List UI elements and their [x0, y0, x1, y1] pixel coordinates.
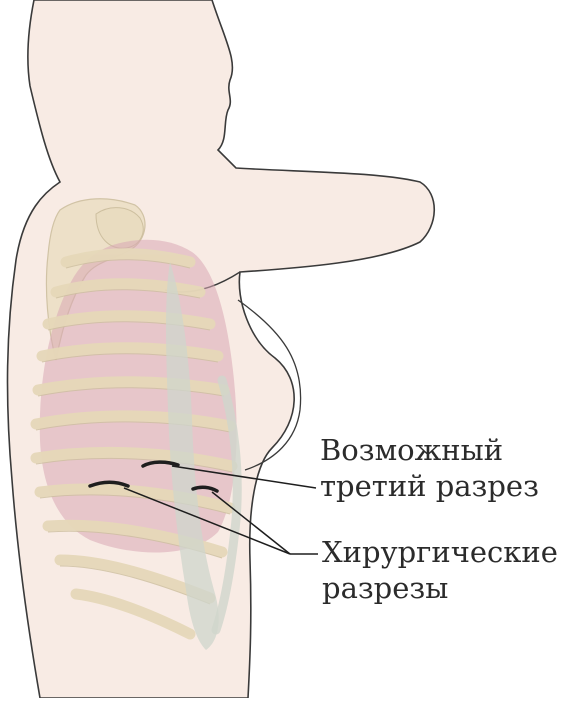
label-line: третий разрез [320, 468, 539, 504]
surgical-incisions-label: Хирургические разрезы [322, 534, 558, 606]
label-line: разрезы [322, 570, 558, 606]
label-line: Возможный [320, 432, 539, 468]
possible-third-incision-label: Возможный третий разрез [320, 432, 539, 504]
label-line: Хирургические [322, 534, 558, 570]
